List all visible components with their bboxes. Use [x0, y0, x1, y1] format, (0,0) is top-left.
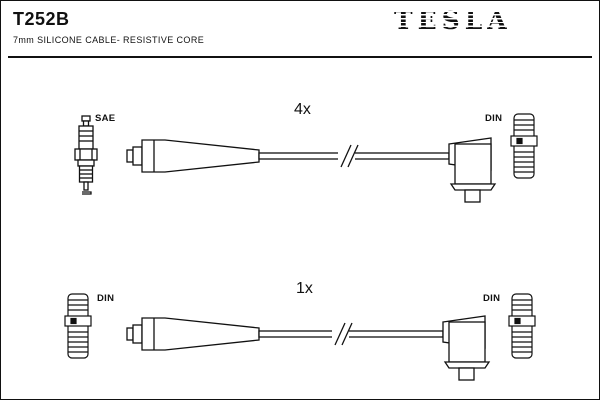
- din-connector-icon-row2-right: [507, 293, 537, 359]
- spark-plug-icon: [67, 115, 105, 197]
- cable-assembly-icon-row2: [111, 301, 511, 386]
- quantity-label-row1: 4x: [294, 101, 311, 118]
- din-terminal-label-row2-left: DIN: [97, 293, 115, 304]
- din-connector-icon-row1-right: [509, 113, 539, 179]
- header-divider: [8, 56, 592, 58]
- din-connector-icon-row2-left: [63, 293, 93, 359]
- quantity-label-row2: 1x: [296, 280, 313, 297]
- cable-spec-subtitle: 7mm SILICONE CABLE- RESISTIVE CORE: [13, 35, 205, 45]
- tesla-logo: TESLA: [394, 6, 512, 35]
- part-number: T252B: [13, 9, 70, 29]
- din-terminal-label-row1: DIN: [485, 113, 503, 124]
- cable-assembly-icon-row1: [117, 123, 517, 208]
- sae-terminal-label: SAE: [95, 113, 116, 124]
- din-terminal-label-row2-right: DIN: [483, 293, 501, 304]
